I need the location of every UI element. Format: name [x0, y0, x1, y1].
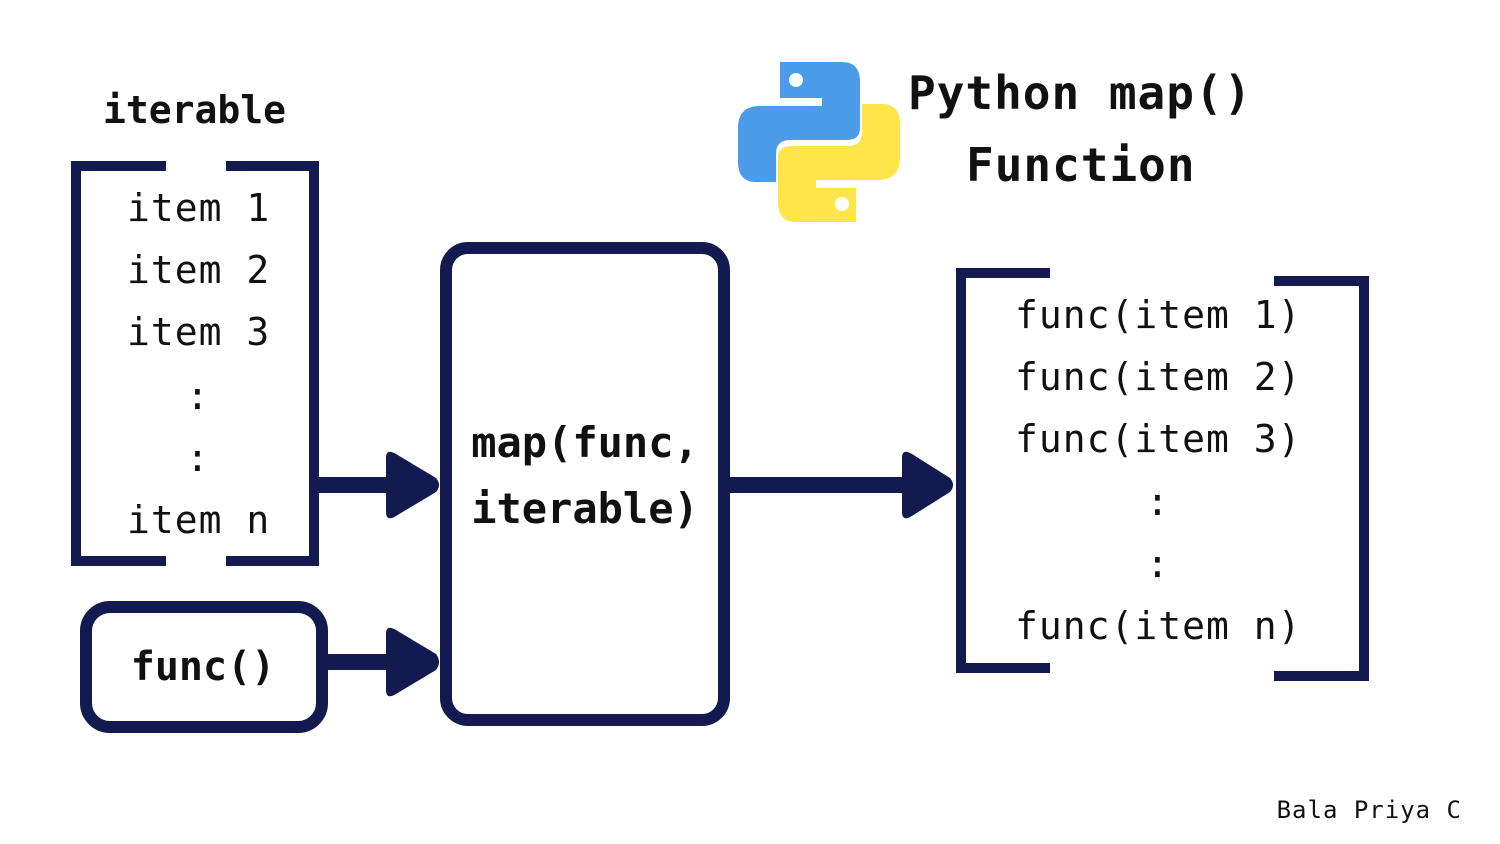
output-item: func(item 3) — [1015, 417, 1302, 461]
iterable-item: item n — [127, 498, 271, 542]
map-box — [440, 242, 730, 726]
output-item: func(item 1) — [1015, 293, 1302, 337]
output-ellipsis: : — [1146, 542, 1169, 586]
output-ellipsis: : — [1146, 480, 1169, 524]
iterable-item: item 2 — [127, 248, 271, 292]
iterable-ellipsis: : — [186, 374, 209, 418]
title-line-2: Function — [966, 138, 1196, 192]
author-credit: Bala Priya C — [1276, 796, 1462, 824]
title-line-1: Python map() — [908, 66, 1253, 120]
iterable-bracket — [71, 161, 319, 566]
arrow-iterable-to-map — [316, 451, 439, 519]
iterable-ellipsis: : — [186, 436, 209, 480]
output-item: func(item 2) — [1015, 355, 1302, 399]
python-logo-icon — [738, 62, 900, 222]
arrow-map-to-output — [728, 451, 953, 519]
map-call-line-1: map(func, — [471, 418, 699, 467]
map-call-line-2: iterable) — [471, 484, 699, 533]
arrow-func-to-map — [322, 627, 439, 697]
map-call-label: map(func, iterable) — [440, 410, 730, 542]
iterable-item: item 3 — [127, 310, 271, 354]
func-label: func() — [130, 644, 276, 690]
iterable-label: iterable — [103, 88, 287, 132]
output-bracket — [956, 268, 1369, 681]
iterable-item: item 1 — [127, 186, 271, 230]
output-item: func(item n) — [1015, 604, 1302, 648]
